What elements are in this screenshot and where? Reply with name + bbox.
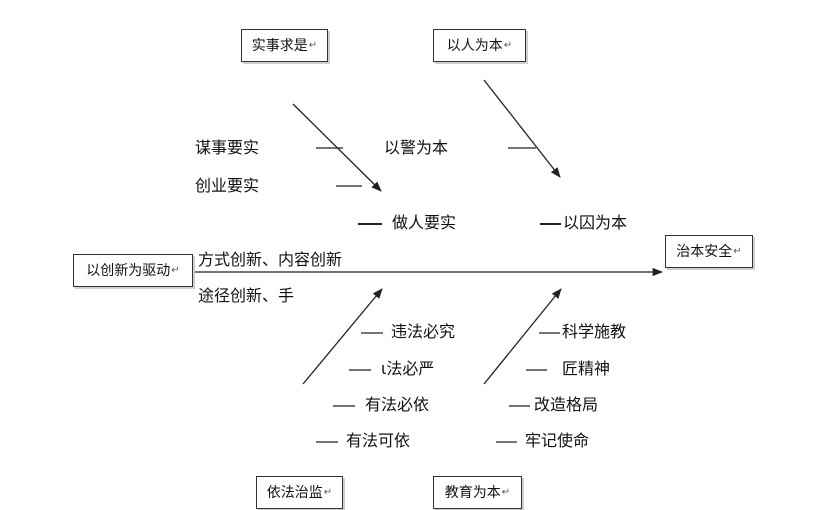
category-label: 以人为本 bbox=[446, 37, 503, 54]
return-mark-icon: ↵ bbox=[501, 486, 511, 498]
cause-label: 改造格局 bbox=[534, 395, 599, 414]
tail-label: 以创新为驱动 bbox=[86, 262, 171, 279]
cause-label: 做人要实 bbox=[392, 213, 457, 232]
head-box: 治本安全↵ bbox=[665, 235, 753, 268]
return-mark-icon: ↵ bbox=[171, 264, 180, 276]
category-box-bottom-right: 教育为本↵ bbox=[433, 476, 522, 509]
return-mark-icon: ↵ bbox=[308, 39, 318, 51]
return-mark-icon: ↵ bbox=[323, 486, 333, 498]
category-box-top-left: 实事求是↵ bbox=[241, 29, 328, 62]
cause-label: 创业要实 bbox=[195, 176, 260, 195]
branch-arrow-bottom-left bbox=[302, 288, 383, 385]
spine-label: 途径创新、手 bbox=[198, 286, 295, 305]
return-mark-icon: ↵ bbox=[503, 39, 513, 51]
branch-arrow-bottom-right bbox=[483, 288, 562, 385]
cause-label: 以警为本 bbox=[384, 138, 449, 157]
category-label: 教育为本 bbox=[444, 484, 501, 501]
spine-label: 方式创新、内容创新 bbox=[198, 250, 343, 269]
cause-label: 以囚为本 bbox=[563, 213, 628, 232]
category-box-bottom-left: 依法治监↵ bbox=[256, 476, 343, 509]
cause-label: 牢记使命 bbox=[525, 431, 590, 450]
head-label: 治本安全 bbox=[676, 243, 733, 260]
branch-arrow-top-right bbox=[483, 79, 561, 178]
tail-box: 以创新为驱动↵ bbox=[73, 254, 193, 287]
cause-label: 科学施教 bbox=[562, 322, 627, 341]
cause-label: 有法可依 bbox=[346, 431, 411, 450]
return-mark-icon: ↵ bbox=[733, 245, 742, 257]
cause-label: 违法必究 bbox=[391, 322, 456, 341]
cause-label: 有法必依 bbox=[365, 395, 430, 414]
category-box-top-right: 以人为本↵ bbox=[433, 29, 526, 62]
cause-label: 匠精神 bbox=[562, 359, 611, 378]
category-label: 依法治监 bbox=[266, 484, 323, 501]
category-label: 实事求是 bbox=[251, 37, 308, 54]
cause-label: ι法必严 bbox=[381, 359, 435, 378]
cause-label: 谋事要实 bbox=[195, 138, 260, 157]
cause-ticks bbox=[316, 147, 561, 443]
